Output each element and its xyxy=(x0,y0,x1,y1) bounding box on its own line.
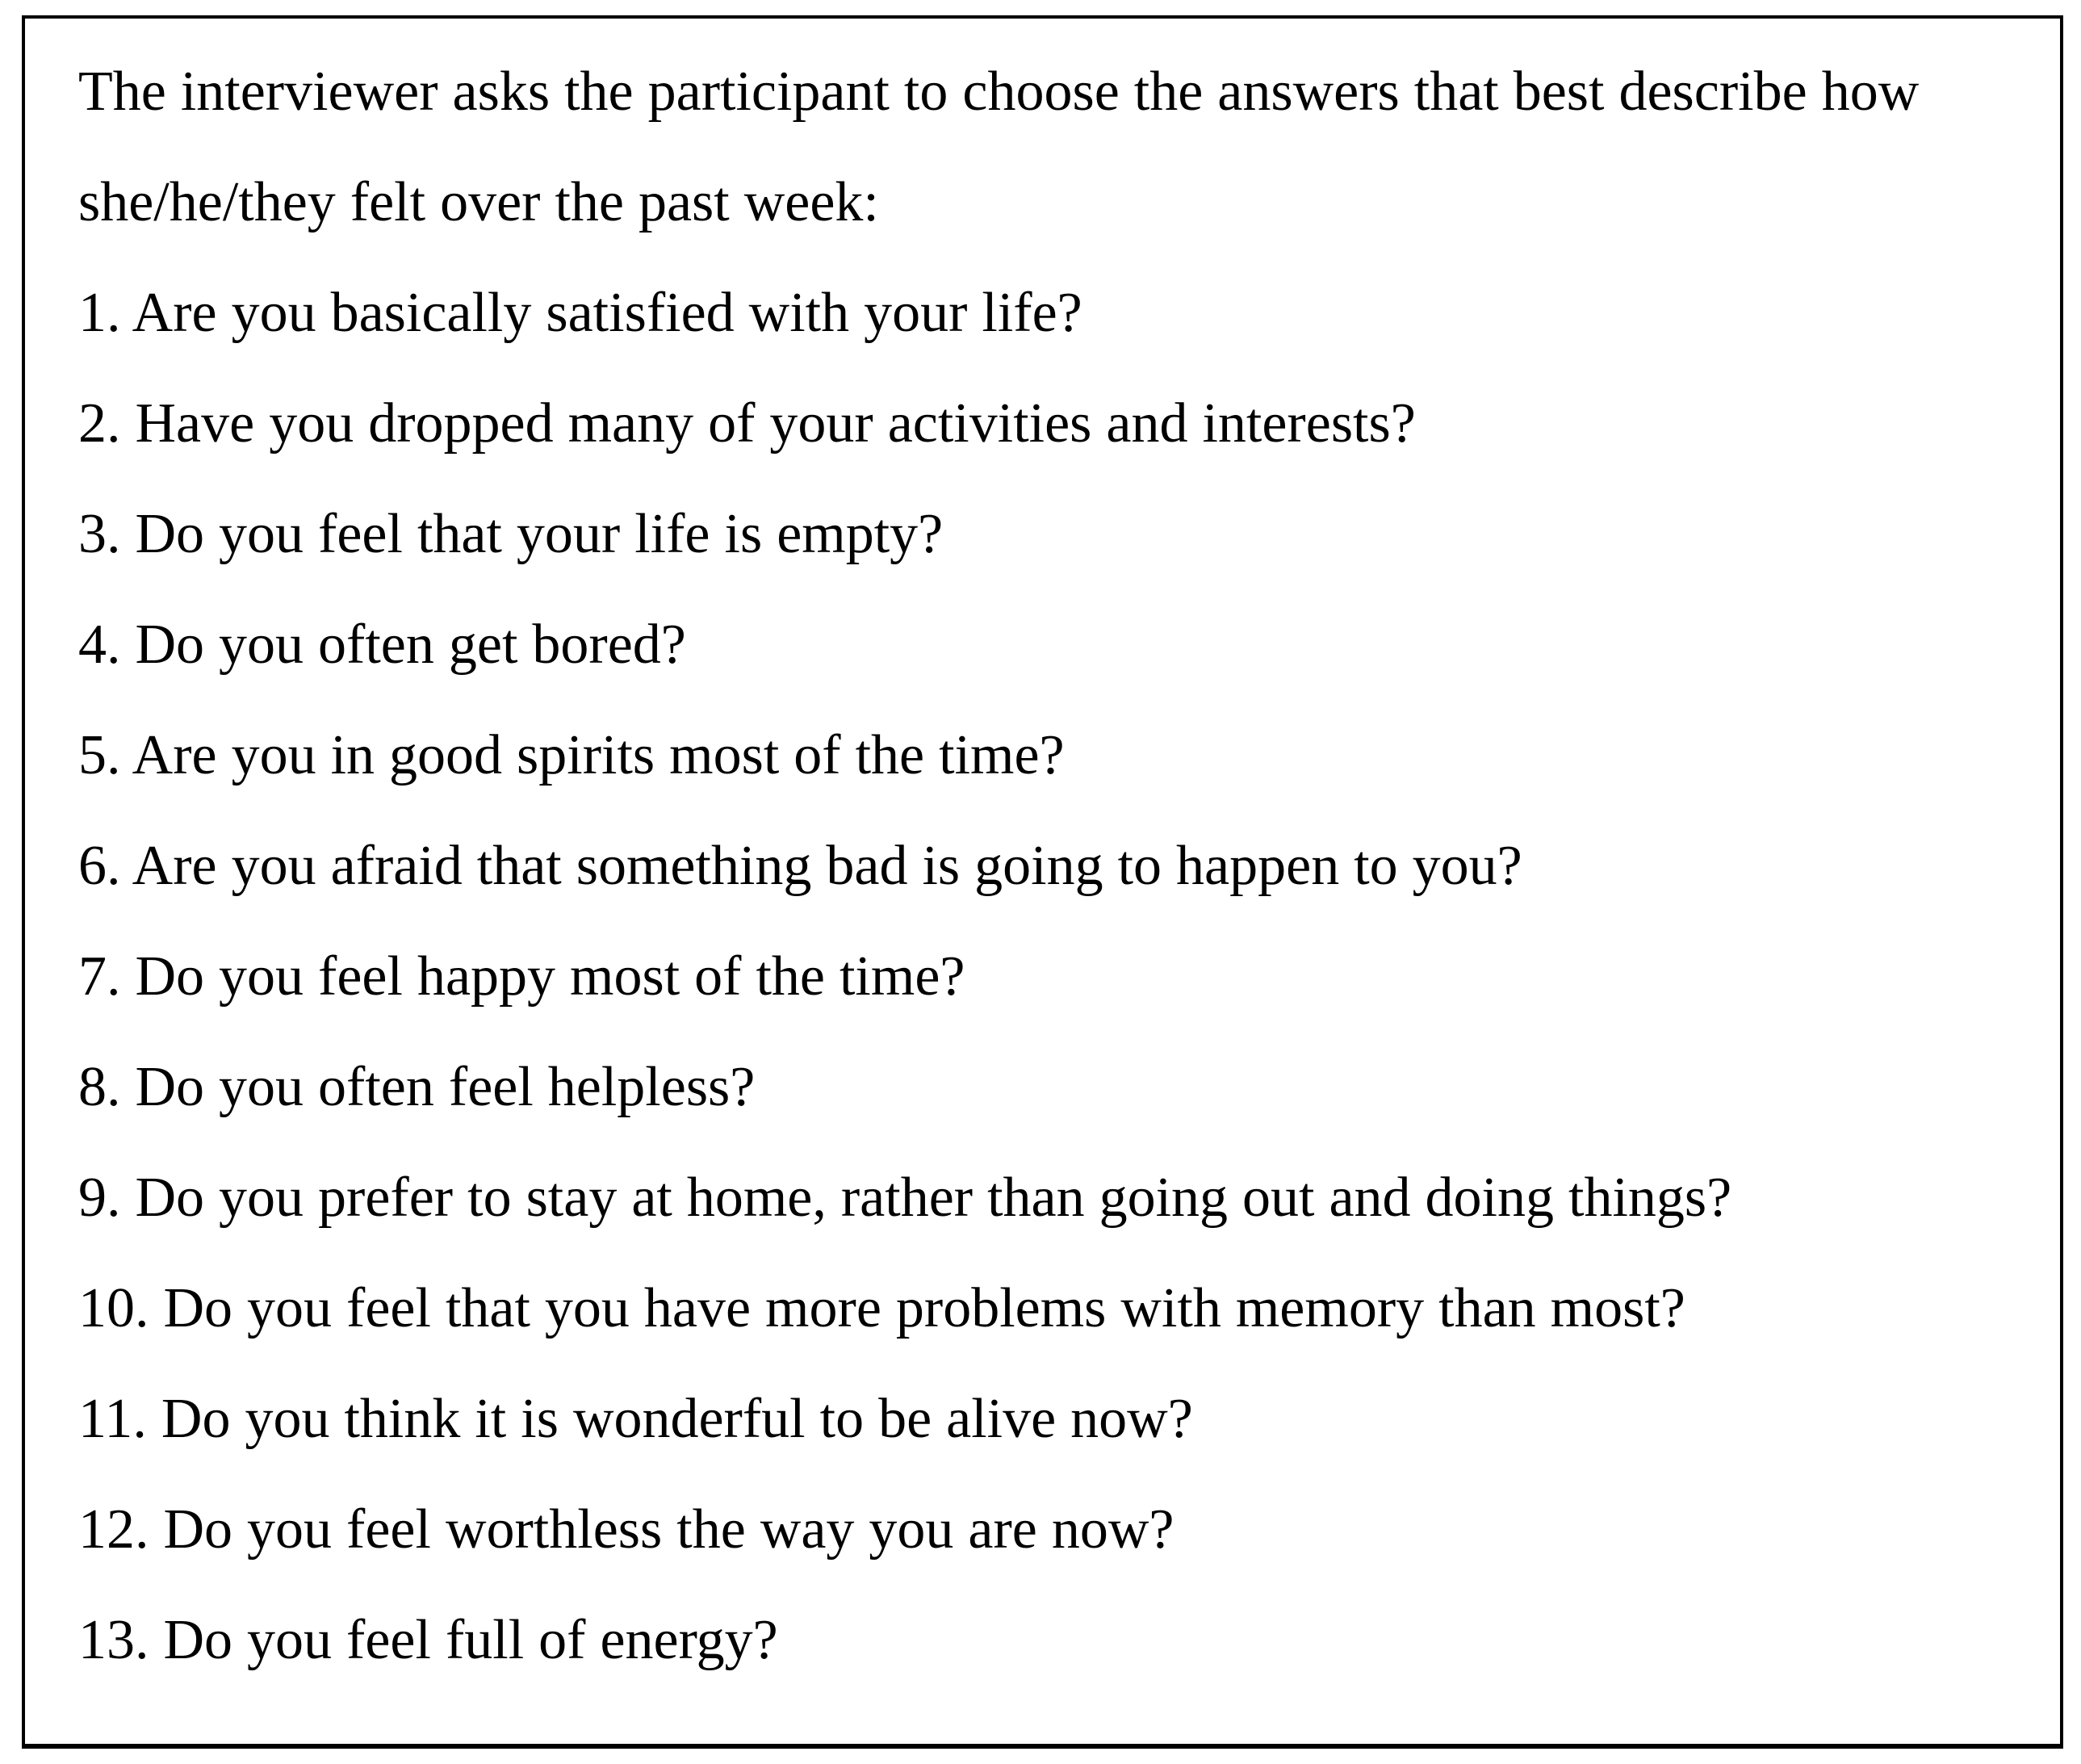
question-item: 1. Are you basically satisfied with your… xyxy=(78,258,2032,368)
question-text: Do you often get bored? xyxy=(135,614,686,676)
question-text: Do you feel worthless the way you are no… xyxy=(163,1498,1174,1561)
question-number: 3. xyxy=(78,503,121,565)
question-number: 13. xyxy=(78,1609,149,1671)
question-number: 4. xyxy=(78,614,121,676)
question-item: 9. Do you prefer to stay at home, rather… xyxy=(78,1142,2032,1253)
question-text: Do you think it is wonderful to be alive… xyxy=(161,1388,1193,1450)
question-text: Have you dropped many of your activities… xyxy=(135,392,1416,455)
question-item: 12. Do you feel worthless the way you ar… xyxy=(78,1474,2032,1585)
question-number: 8. xyxy=(78,1056,121,1118)
intro-paragraph: The interviewer asks the participant to … xyxy=(78,61,1920,233)
question-text: Are you in good spirits most of the time… xyxy=(132,724,1065,786)
question-item: 11. Do you think it is wonderful to be a… xyxy=(78,1364,2032,1474)
question-number: 11. xyxy=(78,1388,147,1450)
question-item: 6. Are you afraid that something bad is … xyxy=(78,811,2032,921)
question-number: 12. xyxy=(78,1498,149,1561)
question-text: Do you feel full of energy? xyxy=(163,1609,778,1671)
question-text: Are you afraid that something bad is goi… xyxy=(132,835,1522,897)
question-item: 8. Do you often feel helpless? xyxy=(78,1032,2032,1142)
question-item: 5. Are you in good spirits most of the t… xyxy=(78,700,2032,811)
question-item: 10. Do you feel that you have more probl… xyxy=(78,1253,2032,1364)
questionnaire-body: The interviewer asks the participant to … xyxy=(78,36,2032,1695)
question-text: Are you basically satisfied with your li… xyxy=(132,282,1082,344)
question-item: 4. Do you often get bored? xyxy=(78,589,2032,700)
question-number: 6. xyxy=(78,835,121,897)
question-item: 13. Do you feel full of energy? xyxy=(78,1585,2032,1695)
question-number: 9. xyxy=(78,1167,121,1229)
question-number: 5. xyxy=(78,724,121,786)
question-text: Do you feel that your life is empty? xyxy=(135,503,944,565)
question-number: 2. xyxy=(78,392,121,455)
question-text: Do you often feel helpless? xyxy=(135,1056,756,1118)
question-number: 10. xyxy=(78,1277,149,1339)
questionnaire-frame: The interviewer asks the participant to … xyxy=(22,15,2063,1749)
question-text: Do you prefer to stay at home, rather th… xyxy=(135,1167,1732,1229)
question-item: 7. Do you feel happy most of the time? xyxy=(78,921,2032,1032)
question-number: 7. xyxy=(78,945,121,1008)
question-text: Do you feel happy most of the time? xyxy=(135,945,965,1008)
question-number: 1. xyxy=(78,282,121,344)
question-text: Do you feel that you have more problems … xyxy=(163,1277,1685,1339)
question-item: 3. Do you feel that your life is empty? xyxy=(78,479,2032,589)
question-list: 1. Are you basically satisfied with your… xyxy=(78,258,2032,1695)
question-item: 2. Have you dropped many of your activit… xyxy=(78,368,2032,479)
